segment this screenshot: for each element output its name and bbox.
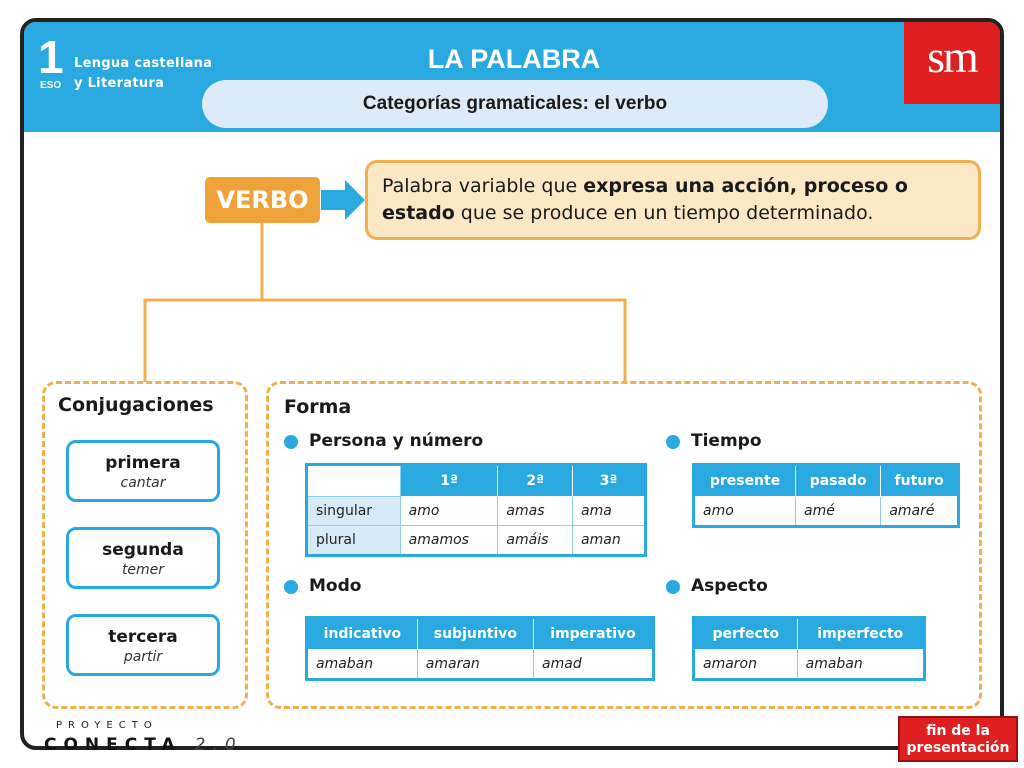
conecta-text: CONECTA xyxy=(44,735,182,755)
table-cell: amas xyxy=(497,496,574,526)
conjugacion-example: temer xyxy=(121,562,165,578)
course-level: ESO xyxy=(40,80,62,91)
table-cell: amo xyxy=(692,496,797,527)
modo-table: indicativo subjuntivo imperativo amaban … xyxy=(305,616,655,681)
table-header: subjuntivo xyxy=(416,617,535,650)
table-cell: ama xyxy=(572,496,646,526)
aspecto-heading: Aspecto xyxy=(691,576,768,596)
publisher-logo: sm xyxy=(904,22,1000,104)
end-button-line-2: presentación xyxy=(906,740,1010,756)
table-header: presente xyxy=(692,464,797,497)
table-header: 1ª xyxy=(399,464,499,497)
table-header: perfecto xyxy=(693,617,798,650)
conjugacion-tercera: tercera partir xyxy=(66,614,220,676)
table-cell: amo xyxy=(399,496,499,526)
conjugacion-name: tercera xyxy=(108,627,178,647)
bullet-icon xyxy=(284,435,298,449)
conjugacion-segunda: segunda temer xyxy=(66,527,220,589)
verbo-label: VERBO xyxy=(205,177,320,223)
conjugacion-example: partir xyxy=(123,649,163,665)
table-row: plural amamos amáis aman xyxy=(306,525,646,556)
table-cell: amaran xyxy=(416,649,535,680)
row-label: singular xyxy=(306,496,401,526)
table-cell: amamos xyxy=(399,525,499,556)
end-presentation-button[interactable]: fin de la presentación xyxy=(898,716,1018,762)
conjugacion-primera: primera cantar xyxy=(66,440,220,502)
definition-text-end: que se produce en un tiempo determinado. xyxy=(454,202,874,224)
table-header: 3ª xyxy=(572,464,646,497)
page-title: LA PALABRA xyxy=(427,44,601,74)
conjugaciones-heading: Conjugaciones xyxy=(58,394,214,416)
tiempo-heading: Tiempo xyxy=(691,431,762,451)
aspecto-table: perfecto imperfecto amaron amaban xyxy=(692,616,926,681)
table-corner xyxy=(306,464,401,497)
table-cell: amaban xyxy=(306,649,418,680)
conjugacion-name: segunda xyxy=(102,540,184,560)
connector-to-conjugaciones xyxy=(143,223,264,382)
connector-to-forma xyxy=(262,298,627,382)
course-number: 1 xyxy=(38,31,64,83)
definition-text-bold: expresa una acción, proceso o estado xyxy=(382,175,908,224)
bullet-icon xyxy=(666,580,680,594)
row-label: plural xyxy=(306,525,401,556)
arrow-right-icon xyxy=(321,180,365,220)
table-cell: amad xyxy=(533,649,654,680)
table-row: amaban amaran amad xyxy=(306,649,654,680)
page-subtitle: Categorías gramaticales: el verbo xyxy=(202,80,828,128)
table-header: imperfecto xyxy=(796,617,926,650)
verbo-definition: Palabra variable que expresa una acción,… xyxy=(365,160,981,240)
conjugacion-name: primera xyxy=(105,453,181,473)
bullet-icon xyxy=(284,580,298,594)
definition-text-start: Palabra variable que xyxy=(382,175,584,197)
subject-line-2: y Literatura xyxy=(74,76,165,91)
table-header: 2ª xyxy=(497,464,574,497)
table-row: amaron amaban xyxy=(693,649,926,680)
table-row: amo amé amaré xyxy=(692,496,959,527)
table-header: indicativo xyxy=(306,617,418,650)
table-cell: amáis xyxy=(497,525,574,556)
tiempo-table: presente pasado futuro amo amé amaré xyxy=(692,463,960,528)
conecta-logo: CONECTA 2.0 xyxy=(44,735,243,755)
subject-line-1: Lengua castellana xyxy=(74,56,213,71)
proyecto-label: PROYECTO xyxy=(56,720,158,731)
slide-header: 1 ESO Lengua castellana y Literatura LA … xyxy=(24,22,1000,132)
table-header: futuro xyxy=(880,464,959,497)
table-row: singular amo amas ama xyxy=(306,496,646,526)
table-cell: aman xyxy=(572,525,646,556)
table-cell: amaré xyxy=(880,496,959,527)
bullet-icon xyxy=(666,435,680,449)
table-header: pasado xyxy=(795,464,882,497)
conjugaciones-box xyxy=(42,381,248,709)
persona-heading: Persona y número xyxy=(309,431,484,451)
forma-box xyxy=(266,381,982,709)
end-button-line-1: fin de la xyxy=(926,723,990,739)
persona-table: 1ª 2ª 3ª singular amo amas ama plural am… xyxy=(305,463,647,557)
subject-name: Lengua castellana y Literatura xyxy=(74,54,212,94)
forma-heading: Forma xyxy=(284,396,352,418)
table-cell: amé xyxy=(795,496,882,527)
publisher-logo-text: sm xyxy=(927,31,979,82)
conecta-version: 2.0 xyxy=(194,735,243,755)
modo-heading: Modo xyxy=(309,576,362,596)
conjugacion-example: cantar xyxy=(120,475,166,491)
table-cell: amaban xyxy=(796,649,926,680)
table-cell: amaron xyxy=(693,649,798,680)
table-header: imperativo xyxy=(533,617,654,650)
